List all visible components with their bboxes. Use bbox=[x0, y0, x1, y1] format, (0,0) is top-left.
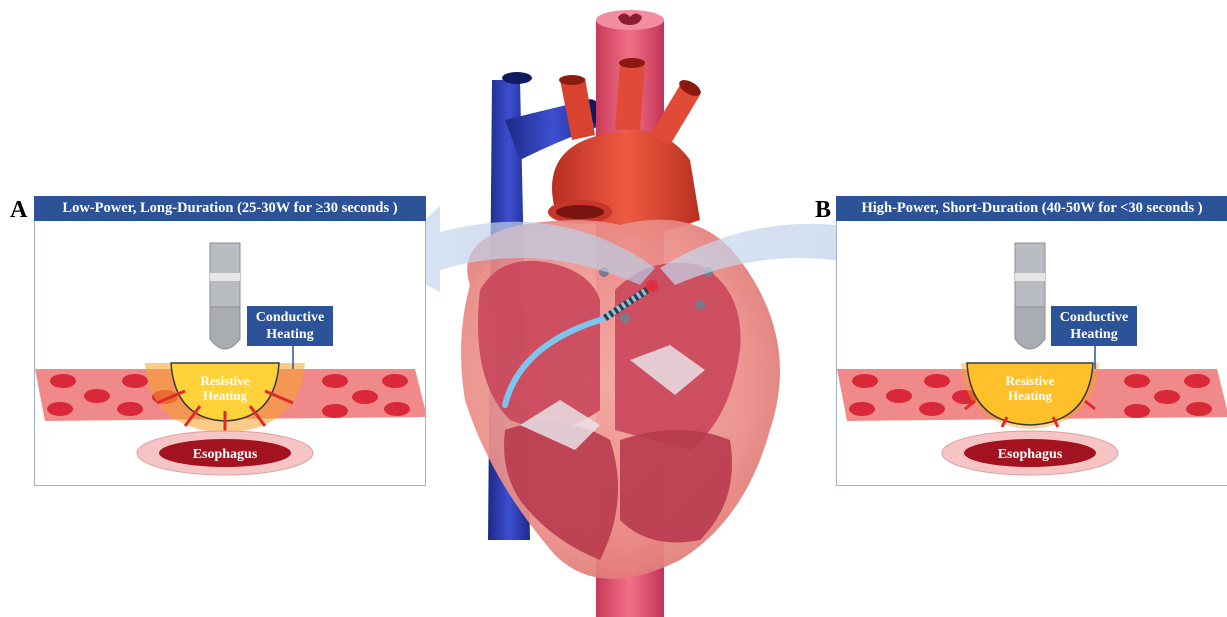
panel-letter-a: A bbox=[10, 197, 27, 224]
ablation-diagram-a: Esophagus Resistive Heating bbox=[35, 221, 425, 486]
resistive-label-a-1: Resistive bbox=[200, 373, 249, 388]
panel-letter-b: B bbox=[815, 197, 831, 224]
panel-b-title: High-Power, Short-Duration (40-50W for <… bbox=[836, 196, 1227, 221]
panel-b: High-Power, Short-Duration (40-50W for <… bbox=[836, 196, 1227, 486]
resistive-label-b-2: Heating bbox=[1008, 388, 1053, 403]
resistive-label-b-1: Resistive bbox=[1005, 373, 1054, 388]
resistive-label-a-2: Heating bbox=[203, 388, 248, 403]
panel-a-title: Low-Power, Long-Duration (25-30W for ≥30… bbox=[34, 196, 426, 221]
ablation-diagram-b: Esophagus Resistive Heating bbox=[837, 221, 1227, 486]
esophagus-label-b: Esophagus bbox=[998, 447, 1063, 462]
esophagus-label-a: Esophagus bbox=[193, 447, 258, 462]
panel-a: Low-Power, Long-Duration (25-30W for ≥30… bbox=[34, 196, 426, 486]
